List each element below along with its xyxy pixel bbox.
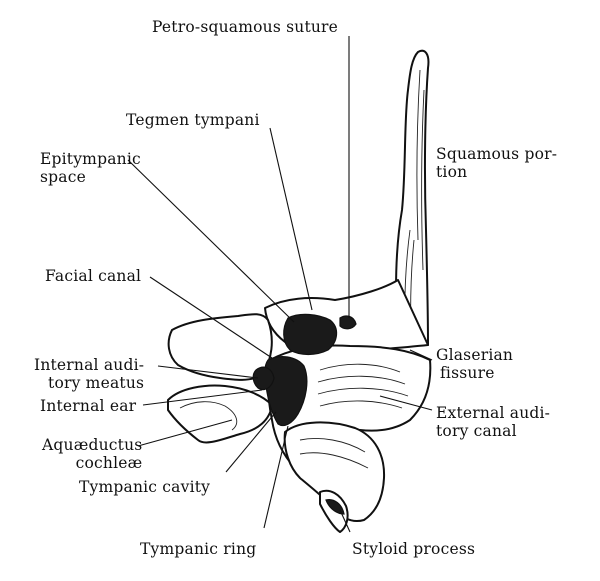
label-external-auditory-canal-line2: tory canal bbox=[436, 422, 517, 440]
label-glaserian-fissure: Glaserian fissure bbox=[436, 346, 513, 382]
label-glaserian-fissure-line1: Glaserian bbox=[436, 346, 514, 364]
styloid-dark-tip bbox=[325, 499, 345, 515]
leader-lines bbox=[127, 36, 433, 533]
cochlear-aqueduct-curve bbox=[179, 401, 238, 431]
label-squamous-portion-line1: Squamous por- bbox=[436, 145, 558, 163]
label-external-auditory-canal: External audi- tory canal bbox=[436, 404, 550, 440]
label-internal-auditory-meatus-line1: Internal audi- bbox=[34, 356, 145, 374]
label-tegmen-tympani: Tegmen tympani bbox=[126, 111, 260, 129]
tympanic-ring-lobe-shape bbox=[283, 421, 386, 522]
label-epitympanic-space-line1: Epitympanic bbox=[40, 150, 141, 168]
label-internal-auditory-meatus-line2: tory meatus bbox=[48, 374, 145, 392]
label-internal-auditory-meatus: Internal audi- tory meatus bbox=[34, 356, 144, 392]
label-squamous-portion-line2: tion bbox=[436, 163, 468, 181]
suture-dark-notch bbox=[339, 315, 357, 330]
label-facial-canal: Facial canal bbox=[45, 267, 142, 285]
label-glaserian-fissure-line2: fissure bbox=[440, 364, 495, 382]
external-canal-shading bbox=[299, 363, 409, 469]
label-squamous-portion: Squamous por- tion bbox=[436, 145, 557, 181]
label-epitympanic-space: Epitympanic space bbox=[40, 150, 141, 186]
label-tympanic-cavity: Tympanic cavity bbox=[79, 478, 211, 496]
inner-ear-lobe-shape bbox=[167, 384, 273, 444]
label-epitympanic-space-line2: space bbox=[40, 168, 86, 186]
label-aquaeductus-cochleae: Aquæductus cochleæ bbox=[42, 436, 142, 472]
label-aquaeductus-cochleae-line1: Aquæductus bbox=[42, 436, 143, 454]
epitympanic-dark-area bbox=[283, 313, 338, 356]
label-styloid-process: Styloid process bbox=[352, 540, 476, 558]
internal-ear-dark-area bbox=[252, 366, 275, 391]
label-internal-ear: Internal ear bbox=[40, 397, 137, 415]
label-external-auditory-canal-line1: External audi- bbox=[436, 404, 551, 422]
label-petro-squamous-suture: Petro-squamous suture bbox=[152, 18, 339, 36]
label-tympanic-ring: Tympanic ring bbox=[140, 540, 257, 558]
label-aquaeductus-cochleae-line2: cochleæ bbox=[75, 454, 143, 472]
